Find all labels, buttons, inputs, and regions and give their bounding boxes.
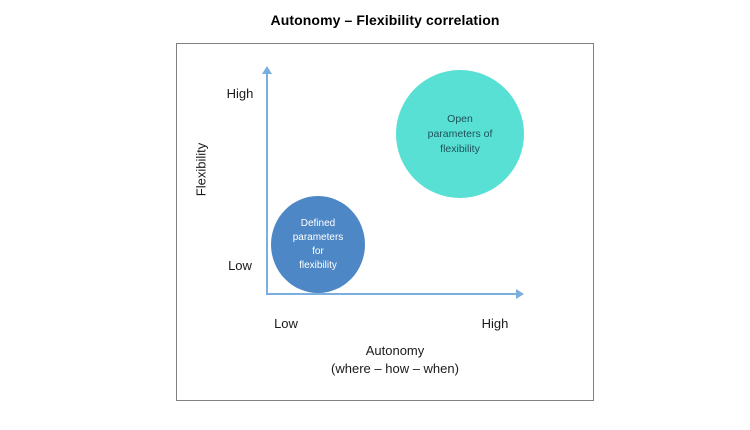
x-tick-low: Low xyxy=(274,316,298,331)
y-axis-arrowhead-icon xyxy=(262,66,272,74)
x-axis-label: Autonomy (where – how – when) xyxy=(285,342,505,378)
y-axis-line xyxy=(266,73,268,295)
bubble-text-line: for xyxy=(312,245,324,257)
plot-border-box xyxy=(176,43,594,401)
x-axis-arrowhead-icon xyxy=(516,289,524,299)
bubble-open-parameters: Open parameters of flexibility xyxy=(396,70,524,198)
bubble-text-line: parameters of xyxy=(427,127,493,140)
x-axis-line xyxy=(267,293,517,295)
bubble-text-line: flexibility xyxy=(440,142,480,155)
x-axis-label-line2: (where – how – when) xyxy=(331,361,459,376)
bubble-defined-parameters-label: Defined parameters for flexibility xyxy=(293,217,344,273)
chart-title: Autonomy – Flexibility correlation xyxy=(270,12,500,28)
bubble-text-line: Open xyxy=(447,112,473,125)
x-axis-label-line1: Autonomy xyxy=(365,343,425,358)
y-tick-low: Low xyxy=(228,258,252,273)
bubble-text-line: Defined xyxy=(300,217,336,229)
bubble-text-line: parameters xyxy=(292,231,344,243)
bubble-text-line: flexibility xyxy=(299,259,337,271)
x-tick-high: High xyxy=(481,316,509,331)
y-axis-label: Flexibility xyxy=(193,142,209,197)
y-tick-high: High xyxy=(226,86,254,101)
bubble-defined-parameters: Defined parameters for flexibility xyxy=(271,196,365,293)
bubble-open-parameters-label: Open parameters of flexibility xyxy=(428,112,493,157)
